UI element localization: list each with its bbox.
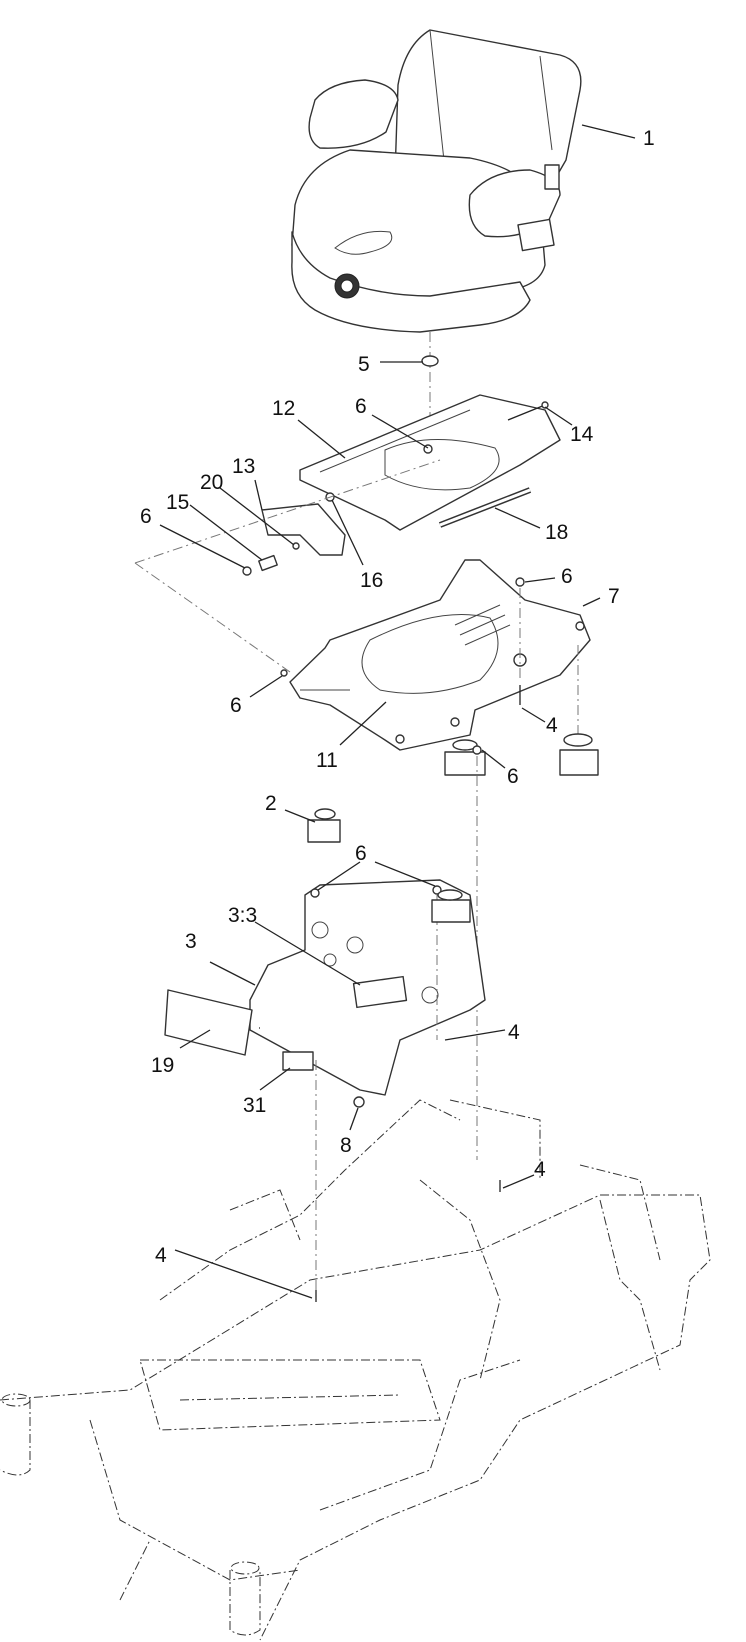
- callout-7: 7: [608, 585, 620, 608]
- callout-4: 4: [155, 1244, 167, 1267]
- callout-8: 8: [340, 1134, 352, 1157]
- callout-4: 4: [546, 714, 558, 737]
- bracket-13: [261, 503, 346, 556]
- callout-4: 4: [534, 1158, 546, 1181]
- callout-6: 6: [230, 694, 242, 717]
- bolt-8: [353, 1096, 365, 1108]
- isolator-mount-center: [444, 739, 486, 776]
- callout-3-3: 3:3: [228, 904, 257, 927]
- isolator-mount-right: [559, 733, 599, 776]
- nut-5: [421, 355, 439, 367]
- callout-13: 13: [232, 455, 255, 478]
- suspension-plate: [280, 559, 591, 751]
- callout-14: 14: [570, 423, 594, 446]
- leader-lines: [159, 124, 636, 1299]
- callout-15: 15: [166, 491, 189, 514]
- callout-1: 1: [643, 127, 655, 150]
- spring-15: [258, 554, 278, 572]
- callout-12: 12: [272, 397, 295, 420]
- callout-16: 16: [360, 569, 383, 592]
- callout-6: 6: [355, 842, 367, 865]
- callout-3: 3: [185, 930, 197, 953]
- decal-31: [282, 1051, 314, 1071]
- callout-5: 5: [358, 353, 370, 376]
- isolator-mount-2: [307, 808, 341, 843]
- callout-19: 19: [151, 1054, 174, 1077]
- seat-slide-plate: [299, 394, 561, 531]
- washer-20: [292, 542, 300, 550]
- callout-20: 20: [200, 471, 223, 494]
- seat-assembly: [291, 29, 582, 333]
- callout-31: 31: [243, 1094, 266, 1117]
- decal-3-3: [352, 975, 408, 1009]
- nut-6-isolator: [472, 745, 482, 755]
- callout-6: 6: [561, 565, 573, 588]
- lower-pan: [249, 879, 486, 1290]
- callout-6: 6: [140, 505, 152, 528]
- callout-18: 18: [545, 521, 568, 544]
- mower-frame: [0, 1099, 711, 1641]
- isolator-mount-lower: [431, 889, 471, 923]
- decal-19: [164, 989, 253, 1056]
- callout-6: 6: [355, 395, 367, 418]
- callout-labels: 1 2 3 3:3 4 4 4 4 5 6 6 6 6 6 6 7 8 11 1…: [140, 127, 655, 1267]
- callout-4: 4: [508, 1021, 520, 1044]
- callout-11: 11: [316, 749, 338, 772]
- callout-6: 6: [507, 765, 519, 788]
- callout-2: 2: [265, 792, 277, 815]
- nut-6-left: [242, 566, 252, 576]
